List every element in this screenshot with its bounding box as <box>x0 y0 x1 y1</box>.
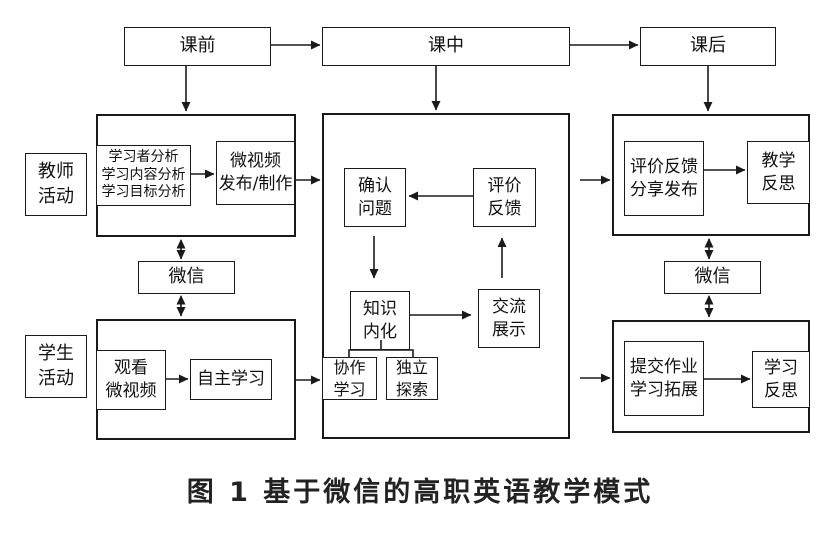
self-study: 自主学习 <box>190 359 272 400</box>
micro-video-publish: 微视频 发布/制作 <box>216 141 295 205</box>
watch-micro-video: 观看 微视频 <box>96 350 166 410</box>
pre-class-wechat: 微信 <box>138 261 235 294</box>
independent-exploration: 独立 探索 <box>386 357 438 400</box>
evaluate-feedback: 评价 反馈 <box>473 168 536 227</box>
phase-in-class: 课中 <box>322 27 570 66</box>
collaborative-learning: 协作 学习 <box>322 357 377 400</box>
teacher-activity-label: 教师 活动 <box>25 153 87 216</box>
phase-pre-class: 课前 <box>124 27 271 66</box>
learning-reflection: 学习 反思 <box>752 351 810 408</box>
submit-homework-extend: 提交作业 学习拓展 <box>624 341 704 416</box>
confirm-problem: 确认 问题 <box>344 168 406 227</box>
teaching-reflection: 教学 反思 <box>747 141 810 204</box>
phase-post-class: 课后 <box>640 27 776 66</box>
knowledge-internalize: 知识 内化 <box>350 291 410 350</box>
communicate-show: 交流 展示 <box>478 289 540 348</box>
student-activity-label: 学生 活动 <box>25 335 87 398</box>
learner-content-goal-analysis: 学习者分析 学习内容分析 学习目标分析 <box>96 145 191 206</box>
evaluate-share-publish: 评价反馈 分享发布 <box>624 141 704 216</box>
post-class-wechat: 微信 <box>664 261 761 294</box>
figure-caption: 图 1 基于微信的高职英语教学模式 <box>186 477 654 508</box>
